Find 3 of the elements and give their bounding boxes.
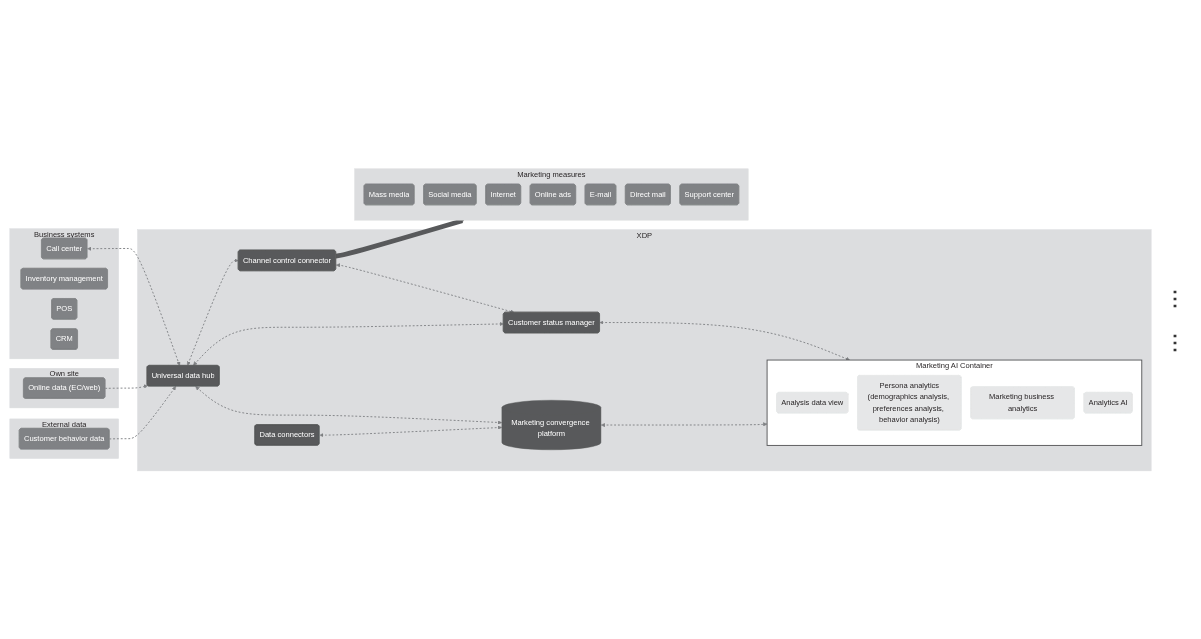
arrow bbox=[334, 218, 465, 259]
ellipsis-mark: ⋮ bbox=[1165, 285, 1185, 310]
ellipsis-mark: ⋮ bbox=[1165, 329, 1185, 354]
